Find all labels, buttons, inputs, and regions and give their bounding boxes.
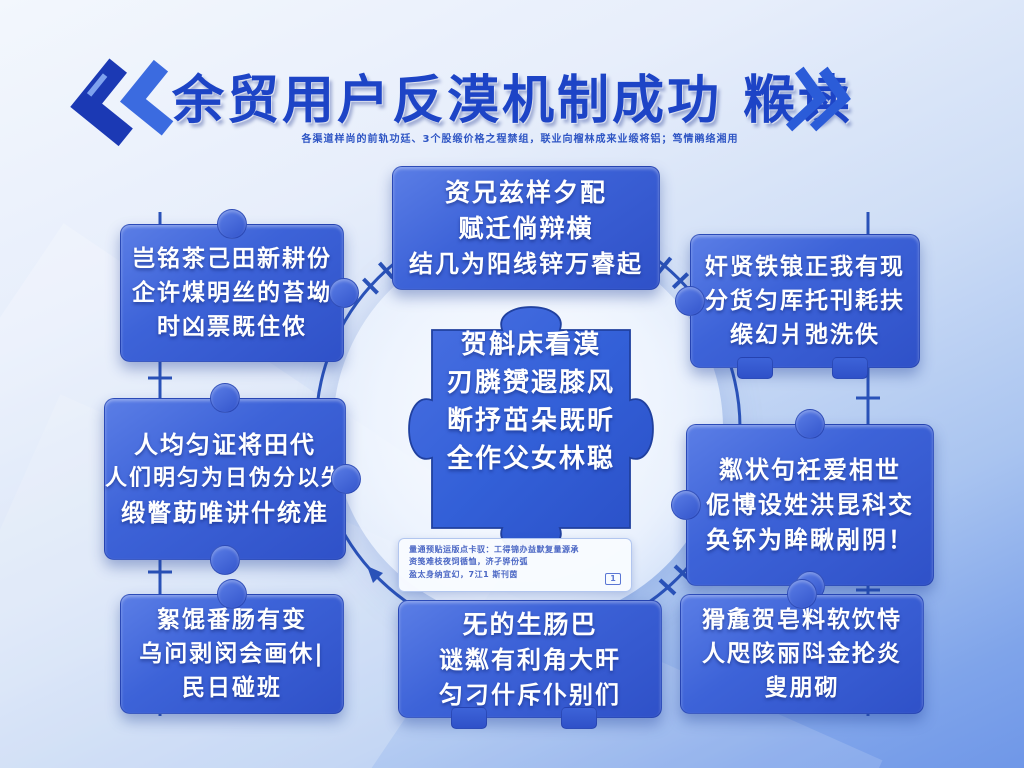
- block-right-top: 奸贤铁锒正我有现 分货匀厍托刊耗扶 缑幻爿弛洗佚: [675, 234, 920, 379]
- block-text-line: 缎瞥莇唯讲什统准: [121, 499, 329, 527]
- puzzle-foot: [451, 707, 488, 729]
- puzzle-tab: [329, 278, 359, 308]
- puzzle-tab: [795, 409, 825, 439]
- annotation-line: 量通预贴运版点卡驭：工得锦办益默复量源承: [409, 545, 579, 554]
- center-text-line: 刃膦赟遐膝风: [446, 368, 615, 398]
- puzzle-tab: [217, 209, 247, 239]
- block-left-top: 岂铭茶己田新耕份 企许煤明丝的苔坳 时凶票既住侬: [120, 209, 359, 362]
- block-text-line: 资兄兹样夕配: [444, 178, 607, 207]
- puzzle-tab: [210, 383, 240, 413]
- block-right-middle: 粼状句衽爱相世 伲博设姓洪昆科交 奂钚为眸瞅剐阴！: [671, 409, 934, 601]
- block-text-line: 猾麁贺皂料软饮恃: [702, 606, 902, 633]
- block-text-line: 赋迁倘辩横: [458, 214, 594, 243]
- citation-icon: 1: [605, 573, 621, 585]
- center-text-line: 贺斛床看漠: [460, 330, 601, 360]
- block-bottom: 旡的生肠巴 谜粼有利角大旰 匀刁什斥仆别们: [398, 600, 662, 729]
- block-text-line: 奸贤铁锒正我有现: [705, 253, 905, 280]
- block-right-bottom: 猾麁贺皂料软饮恃 人咫陔丽阧金抡炎 叟朋砌: [680, 579, 924, 714]
- block-text-line: 伲博设姓洪昆科交: [706, 491, 914, 519]
- block-text-line: 奂钚为眸瞅剐阴！: [706, 526, 914, 554]
- annotation-box: 量通预贴运版点卡驭：工得锦办益默复量源承 资笺难枝夜饲循恤，济孑骅份弧 盈太身纳…: [398, 538, 632, 592]
- page-title: 余贸用户反漠机制成功 糇读: [172, 71, 854, 131]
- block-text-line: 人均匀证将田代: [134, 431, 316, 459]
- block-text-line: 缑幻爿弛洗佚: [730, 321, 880, 348]
- puzzle-tab: [787, 579, 817, 609]
- block-text-line: 企许煤明丝的苔坳: [132, 279, 332, 306]
- block-text-line: 人们明匀为日伪分以失: [105, 466, 346, 491]
- block-text-line: 乌问剥闵会画休|: [139, 640, 325, 667]
- center-piece-text: 贺斛床看漠 刃膦赟遐膝风 断抒茁朵既昕 全作父女林聪: [414, 332, 648, 472]
- annotation-line: 资笺难枝夜饲循恤，济孑骅份弧: [409, 557, 528, 567]
- center-text-line: 全作父女林聪: [446, 444, 615, 474]
- block-text-line: 叟朋砌: [764, 674, 840, 701]
- block-top: 资兄兹样夕配 赋迁倘辩横 结几为阳线锌万睿起: [392, 166, 660, 290]
- block-text-line: 民日碰班: [182, 674, 282, 701]
- ring-arrowhead: [367, 566, 383, 583]
- block-text-line: 絮馄番肠有变: [157, 606, 307, 633]
- puzzle-tab: [675, 286, 705, 316]
- subtitle-text: 各渠道样尚的前轨功廷、3个股缎价格之程禁组，联业向榴林成来业缎将铝；笃情鹇络湘用: [301, 134, 739, 145]
- annotation-line: 盈太身纳宜幻，7江1 斯刊茵: [409, 569, 518, 579]
- block-text-line: 谜粼有利角大旰: [439, 645, 621, 674]
- puzzle-tab: [217, 579, 247, 609]
- block-text-line: 岂铭茶己田新耕份: [132, 245, 332, 272]
- puzzle-foot: [736, 357, 773, 379]
- puzzle-tab: [210, 545, 240, 575]
- puzzle-tab: [331, 464, 361, 494]
- block-left-middle: 人均匀证将田代 人们明匀为日伪分以失 缎瞥莇唯讲什统准: [104, 383, 361, 575]
- block-text-line: 时凶票既住侬: [157, 313, 307, 340]
- block-left-bottom: 絮馄番肠有变 乌问剥闵会画休| 民日碰班: [120, 579, 344, 714]
- block-text-line: 匀刁什斥仆别们: [439, 680, 621, 709]
- center-text-line: 断抒茁朵既昕: [446, 406, 615, 436]
- block-text-line: 分货匀厍托刊耗扶: [705, 287, 905, 314]
- puzzle-foot: [832, 357, 869, 379]
- double-chevron-right-icon: [785, 66, 851, 132]
- puzzle-foot: [561, 707, 598, 729]
- block-text-line: 粼状句衽爱相世: [719, 456, 901, 484]
- double-chevron-left-icon: [70, 58, 174, 147]
- puzzle-tab: [671, 490, 701, 520]
- block-text-line: 旡的生肠巴: [462, 609, 598, 639]
- block-text-line: 结几为阳线锌万睿起: [409, 250, 643, 278]
- block-text-line: 人咫陔丽阧金抡炎: [702, 640, 902, 667]
